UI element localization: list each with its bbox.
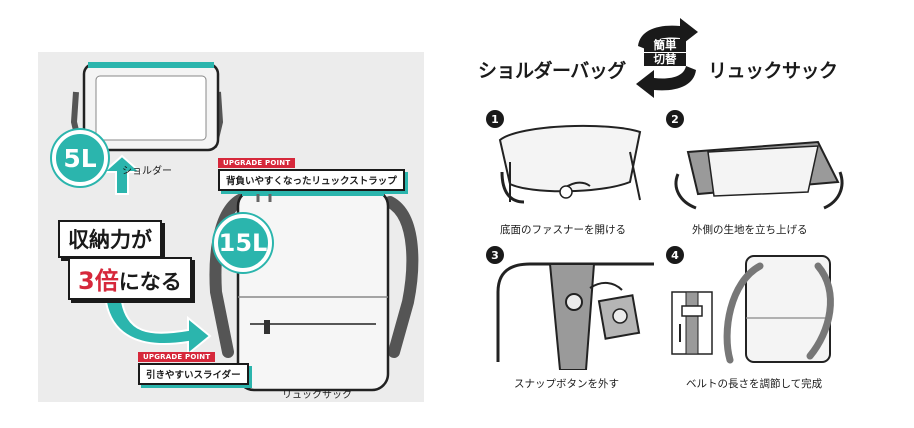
step-number-3: 3 — [486, 246, 504, 264]
capacity-multiplier: 3倍 — [78, 267, 119, 295]
step-1-illustration — [498, 124, 642, 204]
capacity-caption-line2: 3倍になる — [68, 257, 192, 300]
step-3-caption: スナップボタンを外す — [514, 378, 619, 390]
upgrade-tag: UPGRADE POINT — [138, 352, 216, 362]
title-shoulder-bag: ショルダーバッグ — [478, 60, 626, 82]
step-3-illustration — [496, 262, 654, 370]
shoulder-bag-image — [70, 62, 224, 152]
shoulder-label: ショルダー — [122, 166, 172, 177]
upgrade-strap-text: 背負いやすくなったリュックストラップ — [218, 169, 405, 191]
upgrade-slider-text: 引きやすいスライダー — [138, 363, 249, 385]
step-number-1: 1 — [486, 110, 504, 128]
capacity-suffix: になる — [118, 270, 182, 294]
step-2-illustration — [674, 140, 844, 210]
backpack-label: リュックサック — [282, 390, 352, 401]
capacity-badge-5l: 5L — [52, 130, 108, 186]
step-2-caption: 外側の生地を立ち上げる — [692, 224, 808, 236]
product-panel: 5L ショルダー UPGRADE POINT 背負いやすくなったリュックストラッ… — [38, 52, 424, 402]
upgrade-tag: UPGRADE POINT — [218, 158, 296, 168]
upgrade-slider-callout: UPGRADE POINT 引きやすいスライダー — [138, 344, 249, 385]
step-4-caption: ベルトの長さを調節して完成 — [686, 378, 823, 390]
title-backpack: リュックサック — [708, 60, 838, 82]
swap-label: 簡単 切替 — [644, 38, 686, 67]
arrow-up-icon — [101, 154, 143, 195]
capacity-badge-15l: 15L — [214, 214, 272, 272]
step-1-caption: 底面のファスナーを開ける — [500, 224, 626, 236]
step-number-2: 2 — [666, 110, 684, 128]
backpack-image — [209, 172, 419, 392]
capacity-caption-line1: 収納力が — [58, 220, 162, 258]
step-4-illustration — [671, 255, 834, 364]
swap-label-line2: 切替 — [644, 53, 686, 66]
swap-label-line1: 簡単 — [644, 39, 686, 52]
step-number-4: 4 — [666, 246, 684, 264]
upgrade-strap-callout: UPGRADE POINT 背負いやすくなったリュックストラップ — [218, 150, 405, 191]
